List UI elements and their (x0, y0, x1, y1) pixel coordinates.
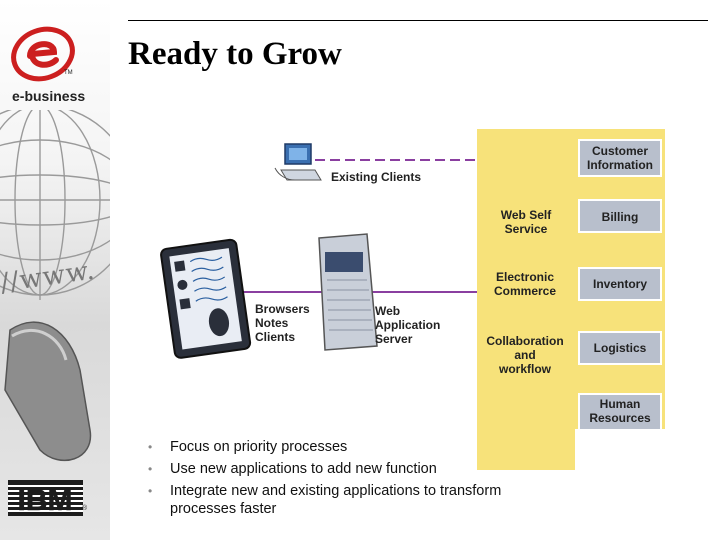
ibm-registered-mark: ® (82, 505, 88, 512)
bullet-item: •Integrate new and existing applications… (148, 480, 501, 502)
bullet-icon: • (148, 484, 153, 498)
service-electronic-commerce: Electronic Commerce (493, 270, 557, 298)
bullet-icon: • (148, 462, 153, 476)
diagram-graphics (160, 129, 665, 470)
architecture-diagram: Existing Clients Browsers Notes Clients … (155, 84, 670, 470)
backend-billing: Billing (601, 210, 639, 224)
sidebar: TM e-business //www. IBM ® (0, 0, 110, 540)
backend-inventory: Inventory (592, 277, 647, 291)
e-business-logo-icon (11, 26, 75, 82)
slide-title: Ready to Grow (128, 36, 342, 72)
desktop-computer-icon (274, 143, 322, 181)
logo-trademark: TM (64, 70, 73, 76)
globe-icon (0, 110, 110, 300)
bullet-item: •Focus on priority processes (148, 436, 501, 458)
server-tower-icon (318, 233, 378, 351)
svg-text:IBM: IBM (18, 484, 73, 516)
service-web-self-service: Web Self Service (500, 208, 552, 236)
browsers-label: Browsers Notes Clients (255, 302, 310, 344)
backend-human-resources: Human Resources (589, 397, 651, 425)
backend-box-billing (578, 199, 662, 233)
backend-box-logistics (578, 331, 662, 365)
mouse-icon (4, 321, 92, 461)
services-panel (477, 129, 575, 470)
bullet-icon: • (148, 440, 153, 454)
service-collaboration-workflow: Collaboration and workflow (486, 334, 564, 376)
bullet-item: •Use new applications to add new functio… (148, 458, 501, 480)
web-app-server-label: Web Application Server (375, 304, 441, 346)
backend-box-inventory (578, 267, 662, 301)
backend-box-customer (578, 139, 662, 177)
logo-text: e-business (12, 88, 86, 104)
ibm-logo-icon: IBM (8, 480, 83, 516)
backend-box-hr (578, 393, 662, 431)
backend-customer-information: Customer Information (587, 144, 653, 172)
bullet-continuation: processes faster (170, 501, 277, 517)
title-rule (128, 20, 708, 21)
backend-logistics: Logistics (593, 341, 647, 355)
browser-screen-icon (160, 238, 252, 359)
existing-clients-label: Existing Clients (331, 170, 422, 184)
bullet-list: •Focus on priority processes •Use new ap… (148, 436, 501, 518)
